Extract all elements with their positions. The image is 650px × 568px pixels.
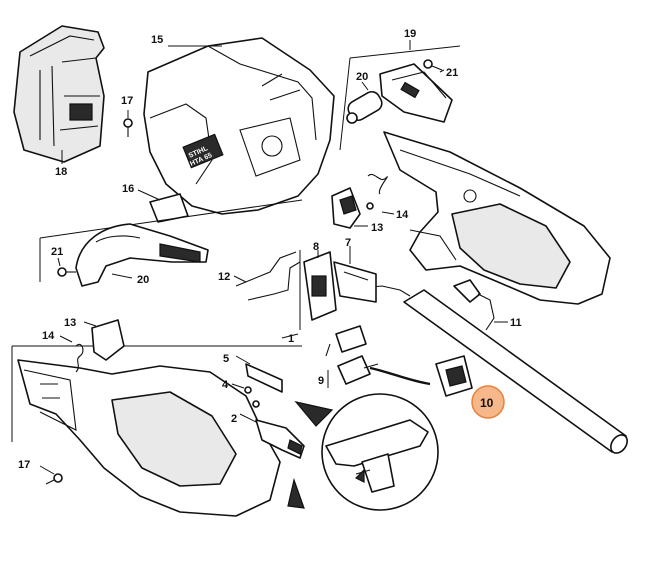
- callout-21-left: 21: [51, 246, 63, 258]
- callout-13-right: 13: [371, 222, 383, 234]
- lower-housing-shell-part[interactable]: [17, 359, 281, 517]
- screw-part[interactable]: [423, 59, 443, 71]
- callout-18: 18: [55, 166, 67, 178]
- callout-1: 1: [288, 333, 294, 345]
- trigger-slide-part[interactable]: [245, 363, 283, 393]
- callout-21-right: 21: [446, 67, 458, 79]
- front-handle-grip-part[interactable]: [75, 223, 209, 287]
- callout-4: 4: [222, 379, 229, 391]
- small-spring-part[interactable]: [244, 386, 260, 408]
- lever-part[interactable]: [331, 187, 361, 229]
- wire-bracket-part[interactable]: [235, 251, 301, 301]
- battery-cover-part[interactable]: [13, 25, 105, 163]
- circuit-board-part[interactable]: [303, 251, 337, 321]
- spring-part[interactable]: [366, 174, 388, 210]
- board-holder-part[interactable]: [333, 261, 377, 303]
- callout-9: 9: [318, 375, 324, 387]
- cable-connector-part[interactable]: [369, 355, 473, 397]
- callout-19: 19: [404, 28, 416, 40]
- shaft-tube-part[interactable]: [359, 285, 631, 456]
- switch-module-part[interactable]: [325, 325, 379, 385]
- rear-handle-housing-part[interactable]: [383, 131, 611, 305]
- callout-8: 8: [313, 241, 319, 253]
- callout-15: 15: [151, 34, 163, 46]
- callout-16: 16: [122, 183, 134, 195]
- callout-11: 11: [510, 317, 522, 329]
- callout-20-left: 20: [137, 274, 149, 286]
- callout-14-left: 14: [42, 330, 55, 342]
- connector-clip-part[interactable]: [453, 279, 495, 331]
- callout-13-left: 13: [64, 317, 76, 329]
- screw-part[interactable]: [123, 118, 133, 137]
- callout-7: 7: [345, 237, 351, 249]
- switch-plunger-part[interactable]: [345, 89, 384, 124]
- callout-17-top: 17: [121, 95, 133, 107]
- callout-2: 2: [231, 413, 237, 425]
- screw-part[interactable]: [45, 473, 63, 485]
- screw-part[interactable]: [57, 267, 76, 277]
- highlight-callout-10[interactable]: [471, 385, 505, 419]
- callout-5: 5: [223, 353, 229, 365]
- switch-assembly-part[interactable]: [379, 63, 453, 123]
- label-sticker-part[interactable]: [149, 193, 189, 223]
- callout-10: 10: [480, 396, 494, 410]
- spring-part[interactable]: [75, 343, 84, 373]
- motor-housing-part[interactable]: STIHL HTA 65: [143, 37, 335, 215]
- callout-20-right: 20: [356, 71, 368, 83]
- lever-part[interactable]: [91, 319, 125, 361]
- callout-17-bottom: 17: [18, 459, 30, 471]
- callout-14-right: 14: [396, 209, 409, 221]
- trigger-lever-part[interactable]: [255, 419, 305, 459]
- callout-12: 12: [218, 271, 230, 283]
- detail-zoom-circle: [321, 393, 439, 511]
